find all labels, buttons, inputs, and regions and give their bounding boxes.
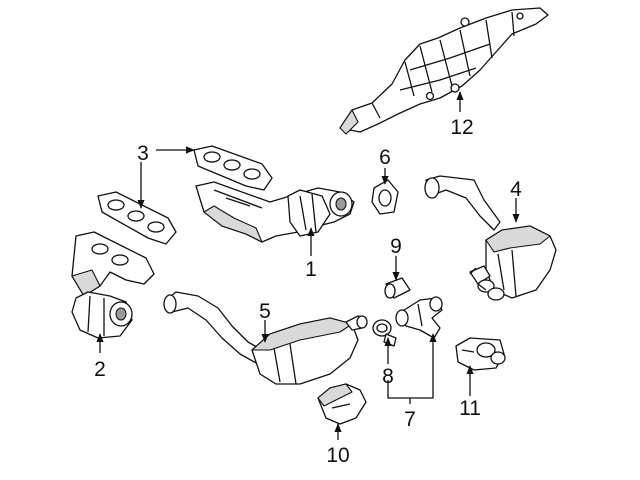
callout-5: 5 [259, 300, 271, 323]
part-2-manifold-converter [71, 231, 155, 339]
callout-4: 4 [510, 178, 522, 201]
callout-labels: 1 2 3 4 5 6 7 8 9 10 11 12 [94, 116, 522, 467]
part-7-connector-pipe [395, 296, 443, 339]
part-9-clamp [384, 277, 411, 299]
callout-7: 7 [404, 408, 416, 431]
callout-12: 12 [450, 116, 473, 139]
part-11-exhaust-tip [455, 337, 506, 371]
part-12-bracket [339, 7, 549, 135]
callout-6: 6 [379, 146, 391, 169]
callout-10: 10 [326, 444, 349, 467]
part-10-exhaust-tip [317, 383, 367, 425]
callout-8: 8 [382, 365, 394, 388]
callout-2: 2 [94, 358, 106, 381]
part-5-pipe-muffler [163, 291, 368, 385]
part-6-gasket [371, 179, 399, 215]
part-4-muffler [424, 175, 557, 301]
part-1-manifold-converter [195, 181, 355, 243]
callout-9: 9 [390, 235, 402, 258]
part-3-gasket-upper [193, 145, 273, 191]
callout-1: 1 [305, 258, 317, 281]
part-3-gasket-lower [97, 191, 177, 245]
leader-lines [96, 91, 520, 440]
callout-3: 3 [137, 142, 149, 165]
part-8-clamp [372, 319, 397, 347]
callout-11: 11 [459, 397, 481, 420]
